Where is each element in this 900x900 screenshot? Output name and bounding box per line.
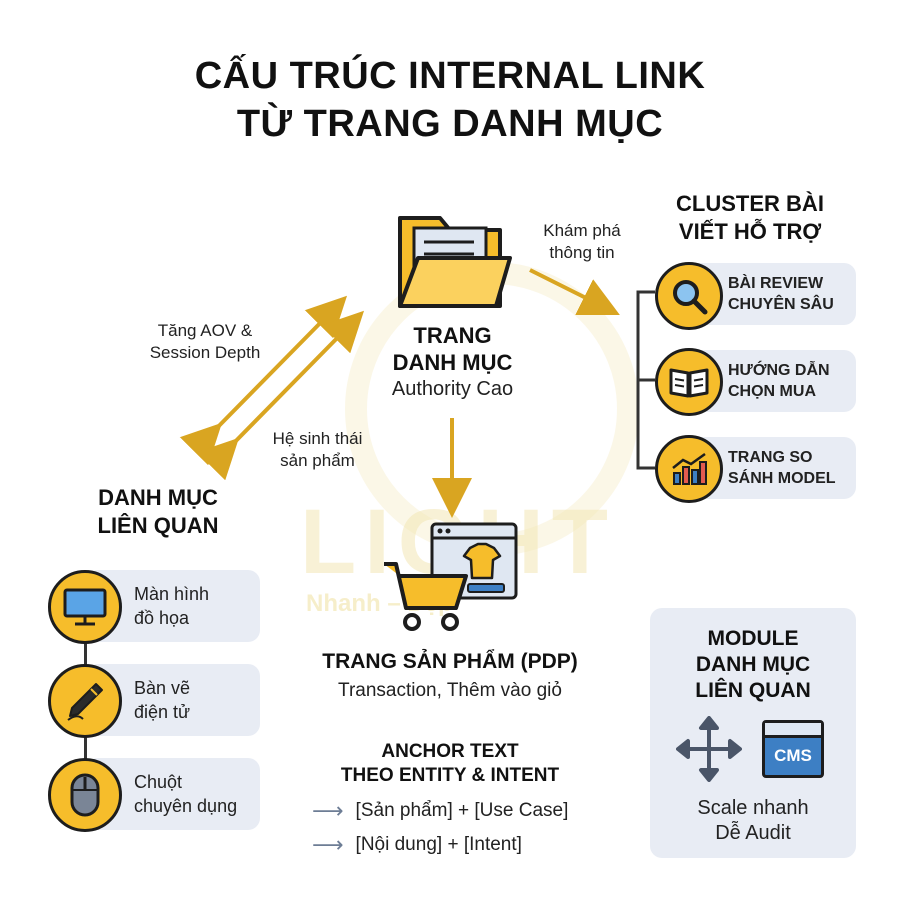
arrow-explore: [529, 268, 620, 315]
cluster-icon-review: [655, 262, 723, 330]
move-arrows-icon: [676, 716, 742, 782]
related-item-mouse-line2: chuyên dụng: [134, 796, 238, 816]
cms-window-icon: CMS: [762, 720, 824, 778]
pdp-subtitle: Transaction, Thêm vào giỏ: [338, 680, 562, 701]
page-title: CẤU TRÚC INTERNAL LINK TỪ TRANG DANH MỤC: [0, 52, 900, 148]
cluster-item-review-line2: CHUYÊN SÂU: [728, 296, 834, 313]
center-title-line2: DANH MỤC: [392, 350, 513, 375]
cluster-item-compare-line1: TRANG SO: [728, 449, 813, 466]
pen-tablet-icon: [67, 683, 103, 721]
cms-window-bar: [765, 723, 821, 738]
related-item-monitor: Màn hình đồ họa: [134, 582, 258, 630]
anchor-row-product: ⟶ [Sản phẩm] + [Use Case]: [312, 798, 568, 824]
edge-label-aov: Tăng AOV & Session Depth: [130, 320, 280, 364]
edge-label-ecosystem-line2: sản phẩm: [280, 451, 355, 470]
related-icon-mouse: [48, 758, 122, 832]
related-item-tablet-line1: Bàn vẽ: [134, 678, 191, 698]
pdp-title: TRANG SẢN PHẨM (PDP): [322, 650, 578, 673]
magnifier-icon: [673, 280, 708, 315]
chart-icon: [672, 452, 707, 485]
cluster-item-review: BÀI REVIEW CHUYÊN SÂU: [728, 273, 856, 315]
cms-label: CMS: [774, 746, 812, 765]
edge-label-ecosystem-line1: Hệ sinh thái: [272, 429, 363, 448]
related-item-mouse-line1: Chuột: [134, 772, 183, 792]
module-footer: Scale nhanh Dễ Audit: [650, 796, 856, 846]
shopping-cart-icon: [384, 522, 518, 631]
related-icon-tablet: [48, 664, 122, 738]
right-arrow-icon: ⟶: [312, 832, 344, 857]
book-icon: [669, 368, 709, 398]
cluster-title-line2: VIẾT HỖ TRỢ: [678, 219, 822, 244]
edge-label-aov-line2: Session Depth: [149, 343, 261, 362]
anchor-row-content-text: [Nội dung] + [Intent]: [355, 834, 522, 855]
cluster-bracket: [636, 290, 655, 470]
edge-label-ecosystem: Hệ sinh thái sản phẩm: [255, 428, 380, 472]
page-title-line1: CẤU TRÚC INTERNAL LINK: [194, 55, 706, 97]
module-title-line3: LIÊN QUAN: [695, 679, 811, 702]
module-title-line2: DANH MỤC: [695, 653, 811, 676]
anchor-title-line2: THEO ENTITY & INTENT: [340, 765, 560, 786]
center-title: TRANG DANH MỤC: [340, 322, 565, 376]
cluster-title: CLUSTER BÀI VIẾT HỖ TRỢ: [660, 190, 840, 246]
related-title-line1: DANH MỤC: [98, 485, 218, 510]
right-arrow-icon: ⟶: [312, 798, 344, 823]
anchor-title: ANCHOR TEXT THEO ENTITY & INTENT: [300, 740, 600, 788]
module-title: MODULE DANH MỤC LIÊN QUAN: [650, 626, 856, 704]
monitor-icon: [63, 588, 107, 626]
arrow-ecosystem: [196, 310, 365, 481]
cluster-icon-guide: [655, 348, 723, 416]
related-icon-monitor: [48, 570, 122, 644]
related-item-tablet: Bàn vẽ điện tử: [134, 676, 258, 724]
edge-label-explore-line2: thông tin: [549, 243, 615, 262]
edge-label-aov-line1: Tăng AOV &: [157, 321, 253, 340]
edge-label-explore-line1: Khám phá: [543, 221, 621, 240]
center-subtitle: Authority Cao: [391, 378, 514, 400]
anchor-row-content: ⟶ [Nội dung] + [Intent]: [312, 832, 522, 858]
cluster-item-review-line1: BÀI REVIEW: [728, 275, 824, 292]
cluster-icon-compare: [655, 435, 723, 503]
module-footer-line2: Dễ Audit: [715, 822, 791, 844]
cluster-title-line1: CLUSTER BÀI: [676, 191, 824, 216]
center-title-line1: TRANG: [413, 323, 492, 348]
cluster-item-compare: TRANG SO SÁNH MODEL: [728, 447, 856, 489]
page-title-line2: TỪ TRANG DANH MỤC: [236, 103, 664, 145]
edge-label-explore: Khám phá thông tin: [527, 220, 637, 264]
anchor-row-product-text: [Sản phẩm] + [Use Case]: [355, 800, 569, 821]
related-item-monitor-line1: Màn hình: [134, 584, 210, 604]
related-title-line2: LIÊN QUAN: [97, 513, 219, 538]
folder-icon: [398, 216, 512, 308]
mouse-icon: [70, 773, 100, 817]
cluster-item-guide: HƯỚNG DẪN CHỌN MUA: [728, 360, 856, 402]
related-item-tablet-line2: điện tử: [134, 702, 191, 722]
module-footer-line1: Scale nhanh: [697, 797, 809, 819]
cluster-item-guide-line1: HƯỚNG DẪN: [728, 362, 830, 379]
cluster-item-guide-line2: CHỌN MUA: [728, 383, 816, 400]
cluster-item-compare-line2: SÁNH MODEL: [728, 470, 836, 487]
anchor-title-line1: ANCHOR TEXT: [381, 741, 519, 762]
related-title: DANH MỤC LIÊN QUAN: [68, 484, 248, 540]
related-item-monitor-line2: đồ họa: [134, 608, 190, 628]
module-title-line1: MODULE: [707, 627, 799, 650]
related-item-mouse: Chuột chuyên dụng: [134, 770, 258, 818]
